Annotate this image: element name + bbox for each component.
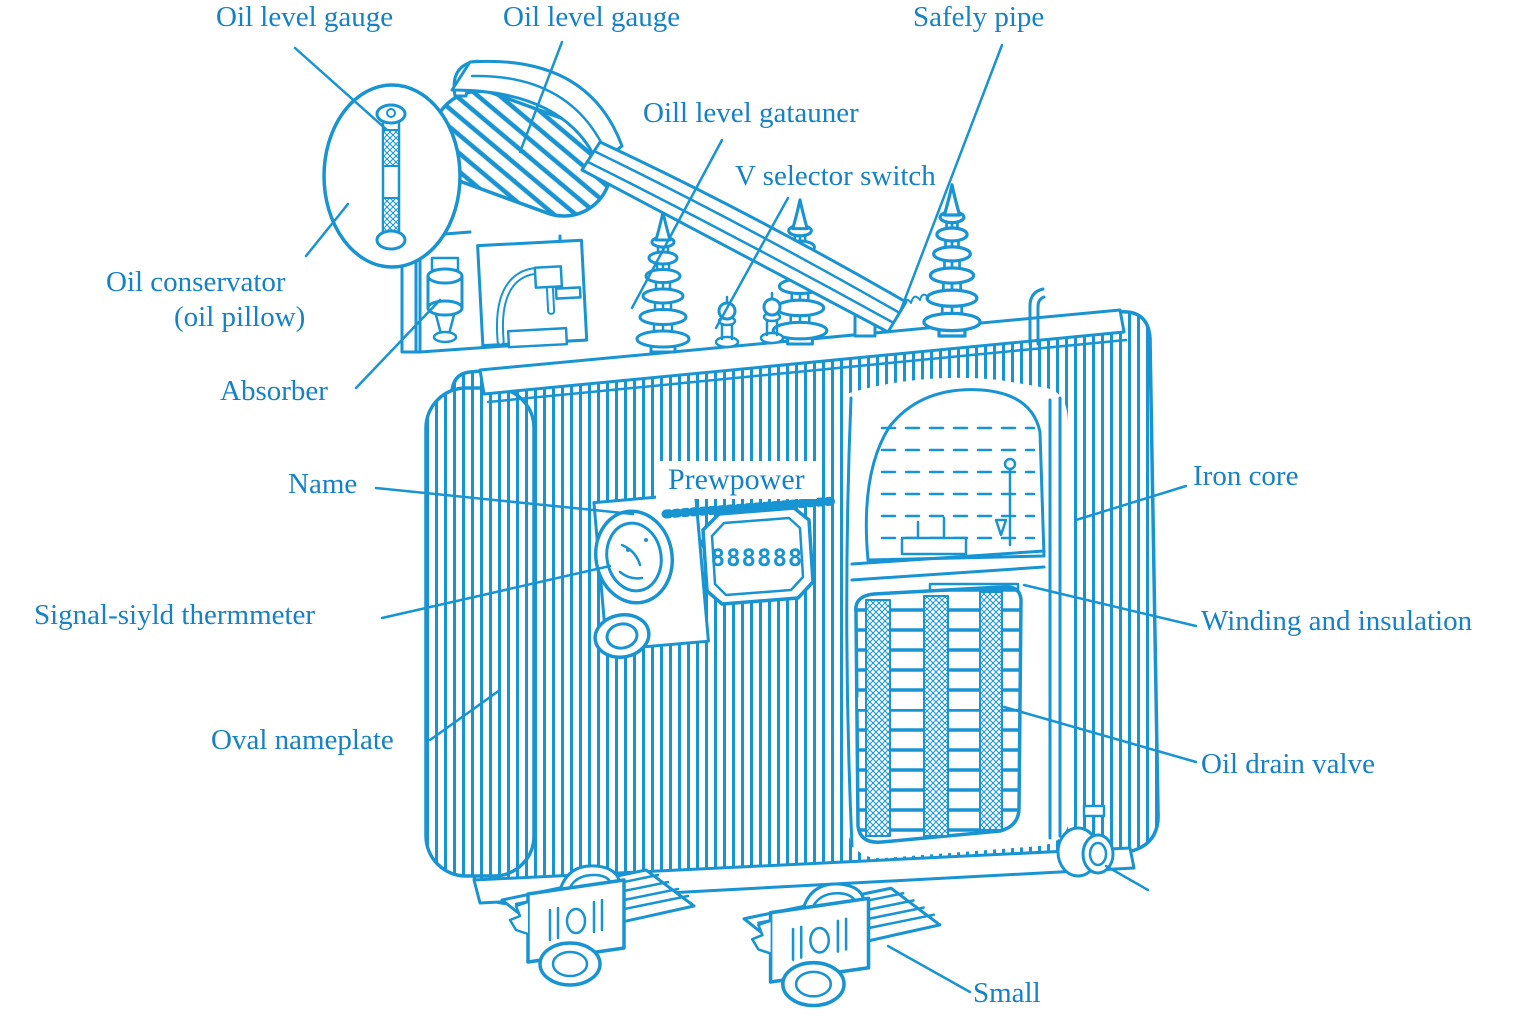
leader-oval-nameplate xyxy=(428,688,502,742)
winding xyxy=(854,585,1023,844)
leader-lines xyxy=(293,40,1198,994)
label-oil-drain-valve: Oil drain valve xyxy=(1201,748,1375,780)
label-oil-level-gauge-left: Oil level gauge xyxy=(216,1,394,33)
leader-name xyxy=(374,486,635,516)
leader-oil-level-gauge-left xyxy=(293,46,389,132)
label-oil-pillow: (oil pillow) xyxy=(174,301,306,333)
leader-winding xyxy=(1022,583,1198,628)
label-oill-level-gatauner: Oill level gatauner xyxy=(643,97,859,129)
conservator-assembly xyxy=(322,59,908,354)
relay-box xyxy=(476,238,589,349)
label-oil-conservator: Oil conservator xyxy=(106,266,286,298)
cutaway-interior xyxy=(845,377,1070,859)
leader-small xyxy=(886,944,972,994)
left-fin-bank xyxy=(424,386,536,878)
nameplate-octagon xyxy=(701,506,815,606)
absorber-breather xyxy=(426,256,464,344)
leader-valve-stub xyxy=(1104,864,1150,892)
bushing-tower xyxy=(922,183,982,338)
small-terminal-cap xyxy=(759,291,785,345)
leader-oil-drain-valve xyxy=(1002,705,1198,764)
leader-safely-pipe xyxy=(898,43,1004,314)
label-small: Small xyxy=(973,977,1041,1009)
label-absorber: Absorber xyxy=(220,375,328,407)
iron-core-top xyxy=(864,388,1046,562)
gauge-tube-bottom xyxy=(375,229,407,251)
gauge-detail-circle xyxy=(322,83,462,269)
leader-oil-level-gauge-right xyxy=(518,40,564,154)
nameplate-digits: 888888 xyxy=(711,544,804,572)
label-safely-pipe: Safely pipe xyxy=(913,1,1045,33)
label-iron-core: Iron core xyxy=(1193,460,1299,492)
roller-assembly xyxy=(742,882,942,1008)
label-signal-thermometer: Signal-siyld thermmeter xyxy=(34,599,316,631)
comb-ticks xyxy=(661,496,839,519)
label-v-selector-switch: V selector switch xyxy=(735,160,936,192)
undercarriage xyxy=(500,804,1115,1008)
label-oil-level-gauge-right: Oil level gauge xyxy=(503,1,681,33)
leader-signal-thermometer xyxy=(380,564,612,620)
leader-v-selector-switch xyxy=(714,196,790,330)
absorber-frame xyxy=(418,230,564,354)
label-winding-insulation: Winding and insulation xyxy=(1201,605,1473,637)
prewpower-plate-label: Prewpower xyxy=(656,461,817,499)
thin-hook-pipe xyxy=(1028,287,1046,346)
drain-valve xyxy=(1056,804,1115,878)
leader-absorber xyxy=(354,298,442,390)
leader-oill-level-gatauner xyxy=(630,138,724,310)
leader-oil-conservator xyxy=(304,202,350,258)
label-name: Name xyxy=(288,468,358,500)
label-oval-nameplate: Oval nameplate xyxy=(211,724,394,756)
gauge-tube-top xyxy=(375,103,407,125)
front-panel: 888888 xyxy=(592,492,839,659)
leader-iron-core xyxy=(1074,484,1188,522)
